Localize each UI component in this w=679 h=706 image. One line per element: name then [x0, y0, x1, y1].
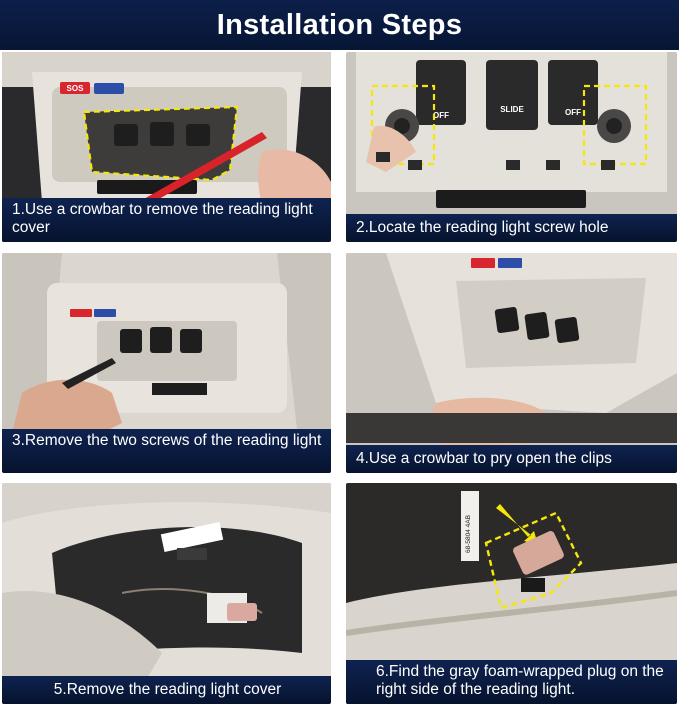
screwdriver-icon — [62, 358, 116, 389]
step-2-photo: OFF SLIDE OFF — [346, 52, 677, 242]
sos-label: SOS — [67, 84, 85, 93]
slide-label: SLIDE — [500, 105, 524, 114]
foam-plug — [513, 531, 564, 575]
step-panel-3: 3.Remove the two screws of the reading l… — [2, 253, 331, 473]
step-panel-6: 68-5804 4AB 6.Find the gray foam-wrapped… — [346, 483, 677, 704]
step-1-photo: SOS — [2, 52, 331, 242]
part-number-label: 68-5804 4AB — [465, 515, 472, 553]
step-panel-1: SOS 1.Use a crowbar to remove the readin… — [2, 52, 331, 242]
step-4-caption: 4.Use a crowbar to pry open the clips — [346, 445, 677, 473]
step-2-caption: 2.Locate the reading light screw hole — [346, 214, 677, 242]
step-3-caption: 3.Remove the two screws of the reading l… — [2, 429, 331, 473]
step-panel-5: 5.Remove the reading light cover — [2, 483, 331, 704]
off-label-right: OFF — [565, 108, 581, 117]
step-5-caption: 5.Remove the reading light cover — [2, 676, 331, 704]
off-label-left: OFF — [433, 111, 449, 120]
step-4-photo — [346, 253, 677, 473]
arrow-icon — [496, 504, 538, 545]
crowbar-icon — [142, 132, 267, 204]
page-header: Installation Steps — [0, 0, 679, 50]
step-panel-4: 4.Use a crowbar to pry open the clips — [346, 253, 677, 473]
screw-hole-highlight-left — [370, 84, 436, 166]
step-5-photo — [2, 483, 331, 704]
step-6-caption: 6.Find the gray foam-wrapped plug on the… — [346, 660, 677, 704]
step-1-caption: 1.Use a crowbar to remove the reading li… — [2, 198, 331, 242]
plug-highlight — [484, 511, 583, 610]
page-title: Installation Steps — [216, 8, 463, 41]
step-panel-2: OFF SLIDE OFF 2.Locate the reading light… — [346, 52, 677, 242]
